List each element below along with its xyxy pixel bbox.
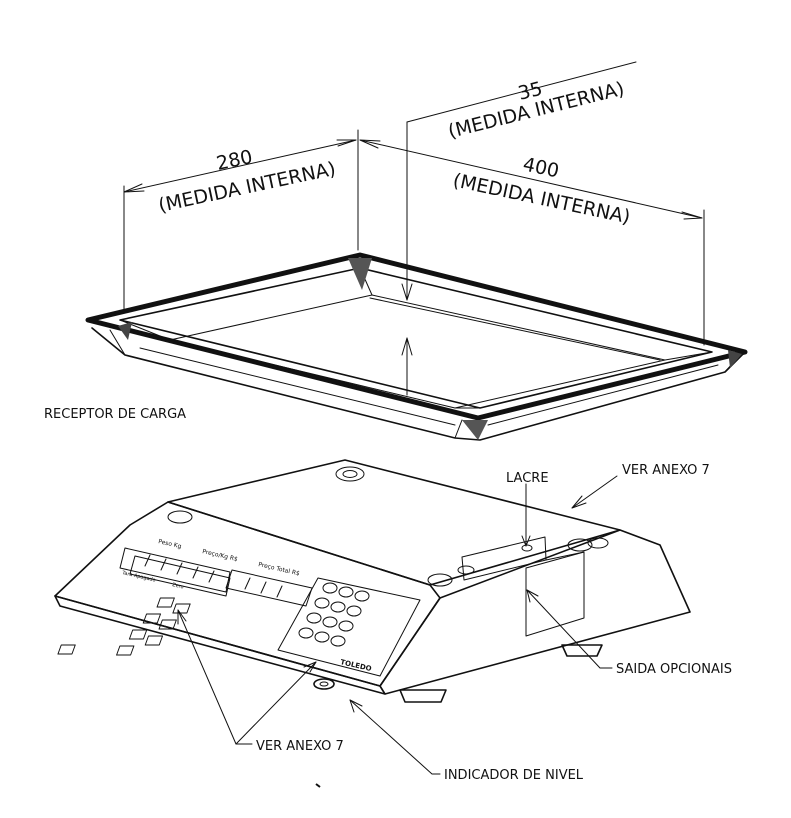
- label-indicador-de-nivel: INDICADOR DE NIVEL: [444, 768, 584, 783]
- scale-body: [54, 459, 691, 703]
- display-window-left: [119, 547, 231, 593]
- scale-feet: [313, 644, 603, 703]
- label-receptor-de-carga: RECEPTOR DE CARGA: [44, 407, 186, 422]
- platform-screws: [167, 466, 609, 587]
- front-panel: [54, 501, 441, 687]
- tray-corner-hatch: [118, 258, 742, 440]
- platform-top: [167, 459, 621, 586]
- load-tray: [85, 252, 748, 441]
- display-panel-texts: Peso Kg Preço/Kg R$ Preço Total R$ Tara …: [121, 538, 373, 673]
- label-saida-opcionais: SAIDA OPCIONAIS: [616, 662, 732, 677]
- keypad-keys: [57, 582, 370, 656]
- display-sub-mid: Zero: [172, 582, 185, 590]
- annotation-texts: RECEPTOR DE CARGA LACRE VER ANEXO 7 SAID…: [44, 407, 732, 783]
- stray-mark: [315, 783, 321, 788]
- label-ver-anexo-bottom: VER ANEXO 7: [256, 739, 344, 754]
- annotation-leaders: [177, 475, 618, 775]
- display-title-right: Preço Total R$: [258, 561, 301, 577]
- dim-280-value: 280: [214, 146, 254, 175]
- display-window-right: [225, 569, 313, 607]
- display-window-middle: [129, 555, 231, 597]
- brand-label: TOLEDO: [340, 658, 373, 673]
- dimension-texts: 35 (MEDIDA INTERNA) 280 (MEDIDA INTERNA)…: [156, 78, 632, 229]
- display-title-left: Peso Kg: [158, 538, 183, 550]
- front-face: [54, 595, 386, 695]
- label-ver-anexo-top: VER ANEXO 7: [622, 463, 710, 478]
- display-title-middle: Preço/Kg R$: [202, 548, 239, 563]
- label-lacre: LACRE: [506, 471, 549, 486]
- dimension-lines: [123, 61, 705, 396]
- keypad-area: [277, 577, 421, 677]
